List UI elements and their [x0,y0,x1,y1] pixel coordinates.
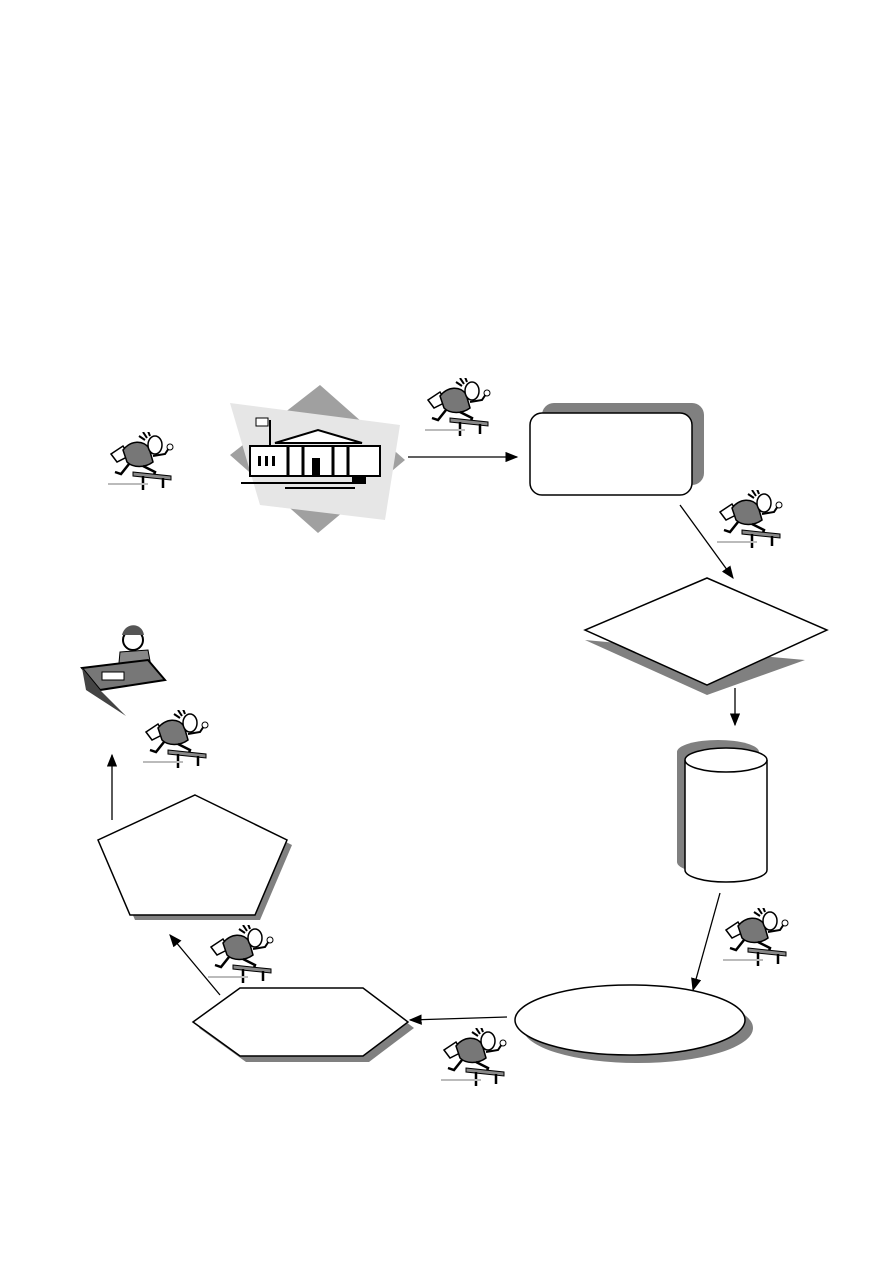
hurdler-icon [721,908,790,968]
person-at-desk-icon [80,625,167,716]
arrow [691,892,721,992]
preparation-hexagon[interactable] [191,987,414,1062]
courthouse-icon [230,385,405,533]
arrow [408,1014,508,1025]
process-box[interactable] [529,403,704,496]
database-cylinder[interactable] [677,740,768,883]
arrow [169,934,221,996]
hurdler-icon [206,925,275,985]
arrow [679,504,734,580]
hurdler-icon [141,710,210,770]
hurdler-icon [715,490,784,550]
hurdler-icon [106,432,175,492]
decision-diamond[interactable] [583,577,829,695]
pentagon-shape[interactable] [97,794,292,920]
hurdler-icon [423,378,492,438]
hurdler-icon [439,1028,508,1088]
flow-arrows [106,451,741,1025]
terminal-ellipse[interactable] [514,984,753,1063]
